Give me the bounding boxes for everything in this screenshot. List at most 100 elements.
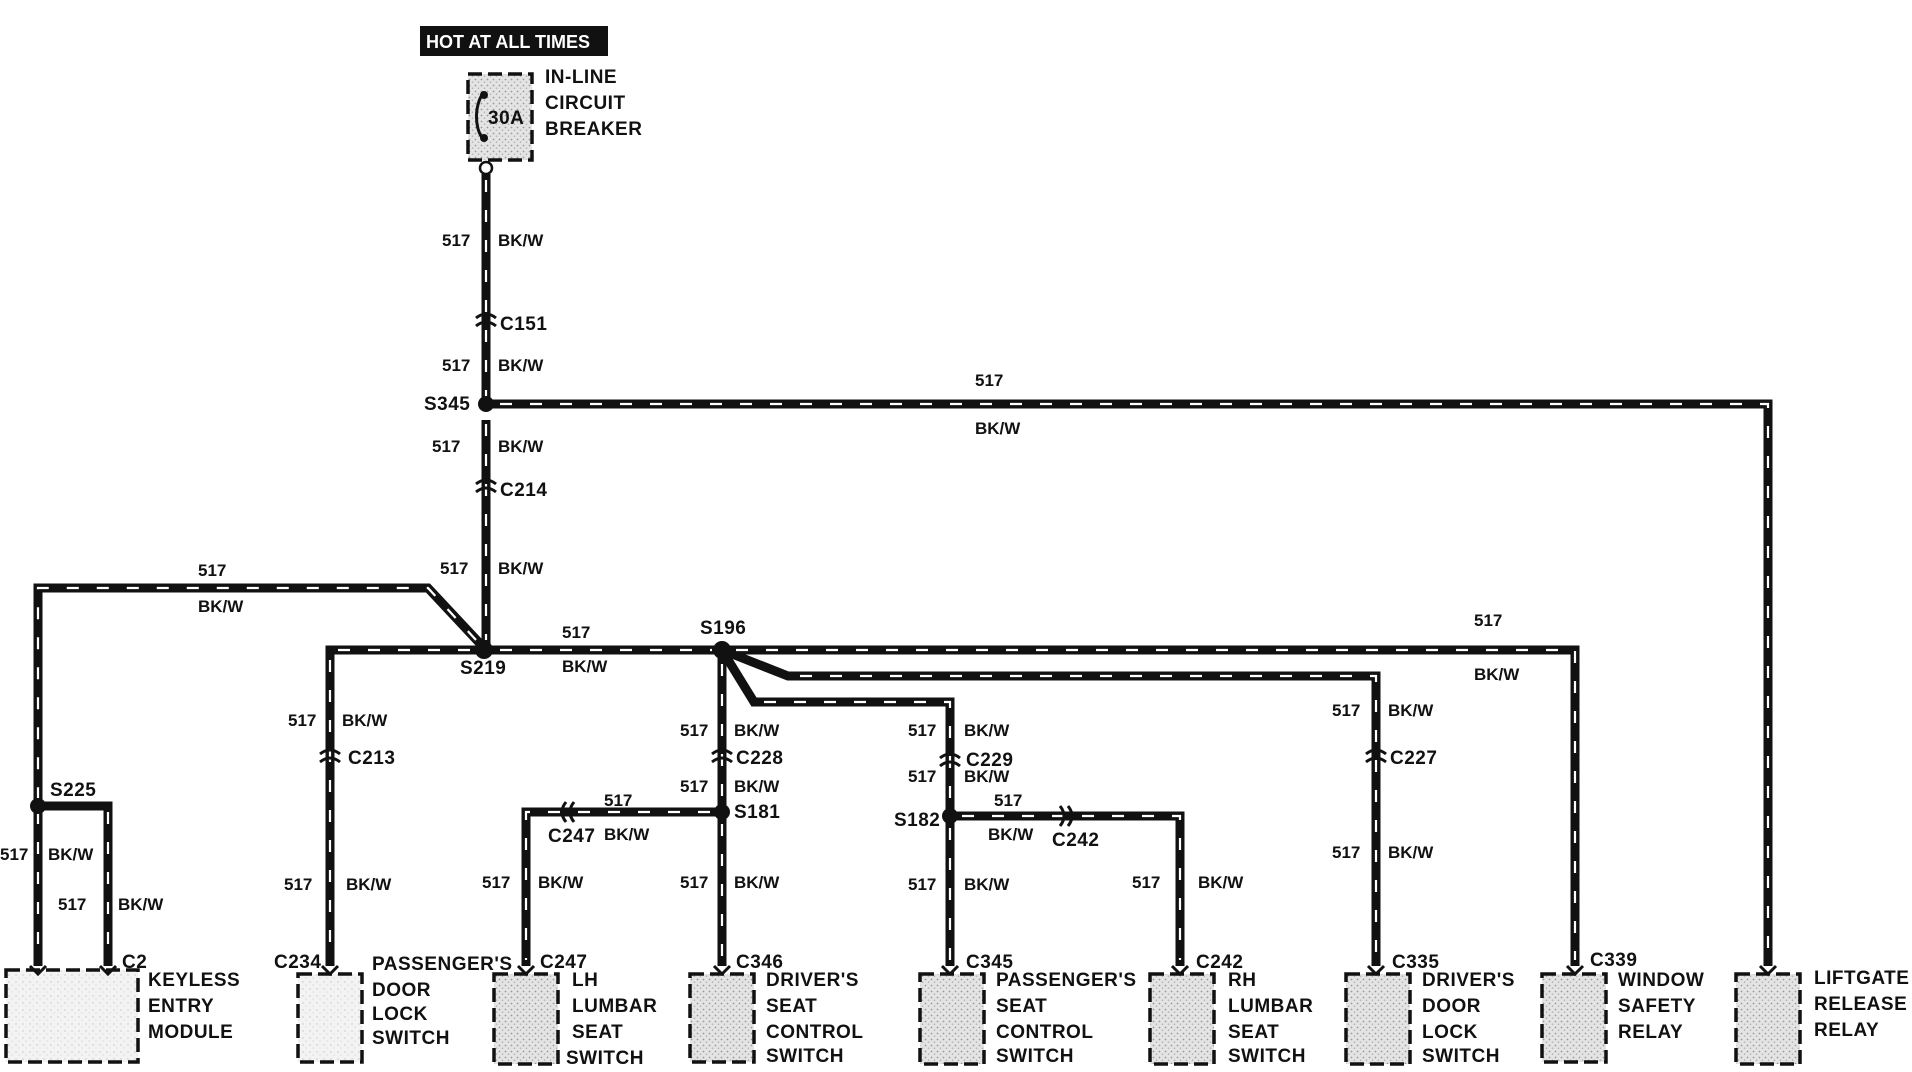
svg-text:517: 517 [680,777,708,796]
svg-text:517: 517 [284,875,312,894]
svg-text:LH: LH [572,970,598,991]
connector-c346: C346 [736,952,783,973]
svg-text:S219: S219 [460,658,506,679]
svg-text:C228: C228 [736,748,783,769]
svg-text:517: 517 [1332,843,1360,862]
svg-text:LIFTGATE: LIFTGATE [1814,968,1909,989]
svg-text:S196: S196 [700,618,746,639]
svg-text:S345: S345 [424,394,470,415]
svg-text:S182: S182 [894,810,940,831]
svg-text:BK/W: BK/W [1474,665,1520,684]
connector-c335: C335 [1392,952,1439,973]
connector-c339: C339 [1590,950,1637,971]
inline-connector-c151: C151 [475,312,547,335]
in-line-circuit-breaker: 30A IN-LINE CIRCUIT BREAKER [466,67,642,162]
svg-text:PASSENGER'S: PASSENGER'S [372,954,513,975]
svg-text:517: 517 [432,437,460,456]
svg-text:RELAY: RELAY [1618,1022,1683,1043]
svg-text:SAFETY: SAFETY [1618,996,1696,1017]
breaker-terminal [478,160,494,176]
inline-connector-c247: C247 [548,801,595,847]
svg-text:S181: S181 [734,802,780,823]
keyless-entry-module: C2 KEYLESS ENTRY MODULE [4,952,240,1064]
splice-s345: S345 [424,394,494,415]
svg-text:517: 517 [0,845,28,864]
svg-text:SEAT: SEAT [996,996,1047,1017]
connector-c242: C242 [1196,952,1243,973]
svg-text:517: 517 [1474,611,1502,630]
svg-text:SEAT: SEAT [572,1022,623,1043]
connector-c2: C2 [122,952,147,973]
svg-text:517: 517 [562,623,590,642]
breaker-rating: 30A [488,108,524,129]
svg-text:C214: C214 [500,480,547,501]
window-safety-relay: C339 WINDOW SAFETY RELAY [1540,950,1704,1064]
svg-text:LOCK: LOCK [372,1004,428,1025]
passengers-seat-control-switch: C345 PASSENGER'S SEAT CONTROL SWITCH [918,952,1137,1067]
svg-text:BK/W: BK/W [964,767,1010,786]
wire-network [33,174,1773,966]
drivers-door-lock-switch: C335 DRIVER'S DOOR LOCK SWITCH [1344,952,1515,1067]
splice-s182: S182 [894,808,958,831]
svg-text:BK/W: BK/W [118,895,164,914]
svg-text:517: 517 [908,875,936,894]
svg-text:SWITCH: SWITCH [766,1046,844,1067]
svg-text:RELAY: RELAY [1814,1020,1879,1041]
svg-text:517: 517 [442,231,470,250]
svg-text:BK/W: BK/W [988,825,1034,844]
svg-text:HOT AT ALL TIMES: HOT AT ALL TIMES [426,32,590,52]
wire-labels: 517 BK/W 517 BK/W 517 BK/W 517 BK/W 517 … [0,231,1520,914]
connector-c234: C234 [274,952,321,973]
svg-text:PASSENGER'S: PASSENGER'S [996,970,1137,991]
svg-text:BK/W: BK/W [498,437,544,456]
svg-text:CIRCUIT: CIRCUIT [545,93,626,114]
svg-text:CONTROL: CONTROL [996,1022,1093,1043]
svg-text:RH: RH [1228,970,1256,991]
rh-lumbar-seat-switch: C242 RH LUMBAR SEAT SWITCH [1148,952,1313,1067]
svg-text:DRIVER'S: DRIVER'S [1422,970,1515,991]
svg-text:MODULE: MODULE [148,1022,233,1043]
svg-text:517: 517 [975,371,1003,390]
svg-text:SEAT: SEAT [1228,1022,1279,1043]
svg-text:BK/W: BK/W [538,873,584,892]
svg-text:C227: C227 [1390,748,1437,769]
svg-text:BK/W: BK/W [734,777,780,796]
svg-text:517: 517 [58,895,86,914]
svg-text:SWITCH: SWITCH [566,1048,644,1069]
svg-text:517: 517 [908,721,936,740]
svg-text:C247: C247 [548,826,595,847]
svg-text:517: 517 [198,561,226,580]
connector-c247: C247 [540,952,587,973]
svg-text:517: 517 [1132,873,1160,892]
svg-text:BK/W: BK/W [1388,701,1434,720]
svg-text:RELEASE: RELEASE [1814,994,1907,1015]
svg-text:517: 517 [1332,701,1360,720]
svg-text:BK/W: BK/W [498,559,544,578]
svg-text:WINDOW: WINDOW [1618,970,1704,991]
splice-s219: S219 [460,641,506,679]
svg-text:BK/W: BK/W [498,356,544,375]
connector-c345: C345 [966,952,1013,973]
svg-text:BREAKER: BREAKER [545,119,642,140]
svg-text:S225: S225 [50,780,96,801]
svg-text:517: 517 [288,711,316,730]
svg-text:SWITCH: SWITCH [996,1046,1074,1067]
inline-connector-c213: C213 [319,748,395,769]
svg-text:BK/W: BK/W [498,231,544,250]
svg-text:BK/W: BK/W [198,597,244,616]
inline-connector-c214: C214 [475,478,547,501]
svg-text:BK/W: BK/W [964,875,1010,894]
svg-text:LOCK: LOCK [1422,1022,1478,1043]
svg-text:BK/W: BK/W [604,825,650,844]
svg-text:517: 517 [440,559,468,578]
svg-text:C151: C151 [500,314,547,335]
svg-text:LUMBAR: LUMBAR [572,996,657,1017]
svg-text:C229: C229 [966,750,1013,771]
svg-text:DOOR: DOOR [372,980,431,1001]
svg-text:517: 517 [908,767,936,786]
svg-text:SWITCH: SWITCH [372,1028,450,1049]
svg-text:BK/W: BK/W [964,721,1010,740]
svg-text:517: 517 [680,721,708,740]
svg-text:DRIVER'S: DRIVER'S [766,970,859,991]
